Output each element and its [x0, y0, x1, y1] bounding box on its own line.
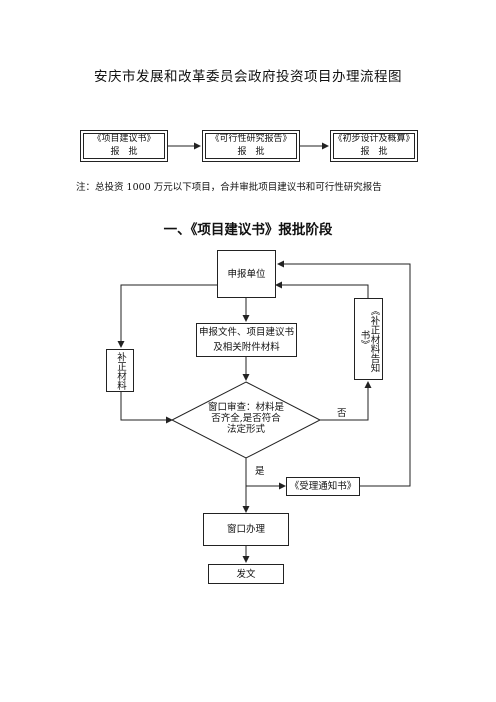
arrow-accept-to-apply	[277, 260, 411, 487]
top-step-feasibility-label: 《可行性研究报告》	[210, 134, 292, 144]
review-line2: 否齐全,是否符合	[211, 413, 281, 424]
top-step-feasibility: 《可行性研究报告》 报 批	[202, 130, 300, 162]
review-line3: 法定形式	[226, 424, 265, 435]
review-line1: 窗口审查：材料是	[207, 402, 284, 413]
top-step-proposal-sub: 报 批	[110, 147, 138, 157]
top-step-design: 《初步设计及概算》 报 批	[330, 130, 418, 162]
top-step-feasibility-sub: 报 批	[237, 147, 265, 157]
no-label: 否	[337, 408, 347, 419]
supplement-label: 补正材料	[115, 351, 126, 390]
supplement-notice-box: 《补正材料告知书》	[354, 298, 383, 380]
apply-unit-box: 申报单位	[217, 250, 276, 298]
top-step-proposal-label: 《项目建议书》	[92, 134, 156, 144]
submit-docs-line2: 及相关附件材料	[213, 342, 280, 353]
page-title: 安庆市发展和改革委员会政府投资项目办理流程图	[94, 69, 402, 85]
review-text: 窗口审查：材料是 否齐全,是否符合 法定形式	[196, 402, 296, 435]
arrow-supplement-to-review	[120, 392, 173, 424]
submit-docs-box: 申报文件、项目建议书 及相关附件材料	[196, 323, 297, 357]
accept-notice-box: 《受理通知书》	[286, 477, 360, 496]
note: 注：总投资 1000 万元以下项目，合并审批项目建议书和可行性研究报告	[76, 182, 382, 193]
apply-unit-label: 申报单位	[227, 268, 266, 280]
accept-notice-label: 《受理通知书》	[289, 481, 357, 492]
window-process-box: 窗口办理	[203, 513, 289, 546]
supplement-notice-label: 《补正材料告知书》	[358, 305, 380, 373]
arrow-notice-to-apply	[275, 281, 369, 298]
arrow-apply-to-supplement	[117, 284, 217, 348]
review-diamond	[170, 381, 322, 459]
yes-label: 是	[255, 466, 265, 477]
arrow-review-no	[320, 381, 372, 421]
submit-docs-line1: 申报文件、项目建议书	[198, 327, 294, 338]
issue-box: 发文	[208, 564, 284, 584]
issue-label: 发文	[236, 568, 256, 580]
top-step-design-sub: 报 批	[360, 147, 388, 157]
window-process-label: 窗口办理	[226, 524, 265, 535]
top-step-design-label: 《初步设计及概算》	[333, 134, 415, 144]
section-title: 一、《项目建议书》报批阶段	[163, 222, 333, 238]
supplement-box: 补正材料	[106, 349, 134, 392]
top-step-proposal: 《项目建议书》 报 批	[80, 130, 168, 162]
